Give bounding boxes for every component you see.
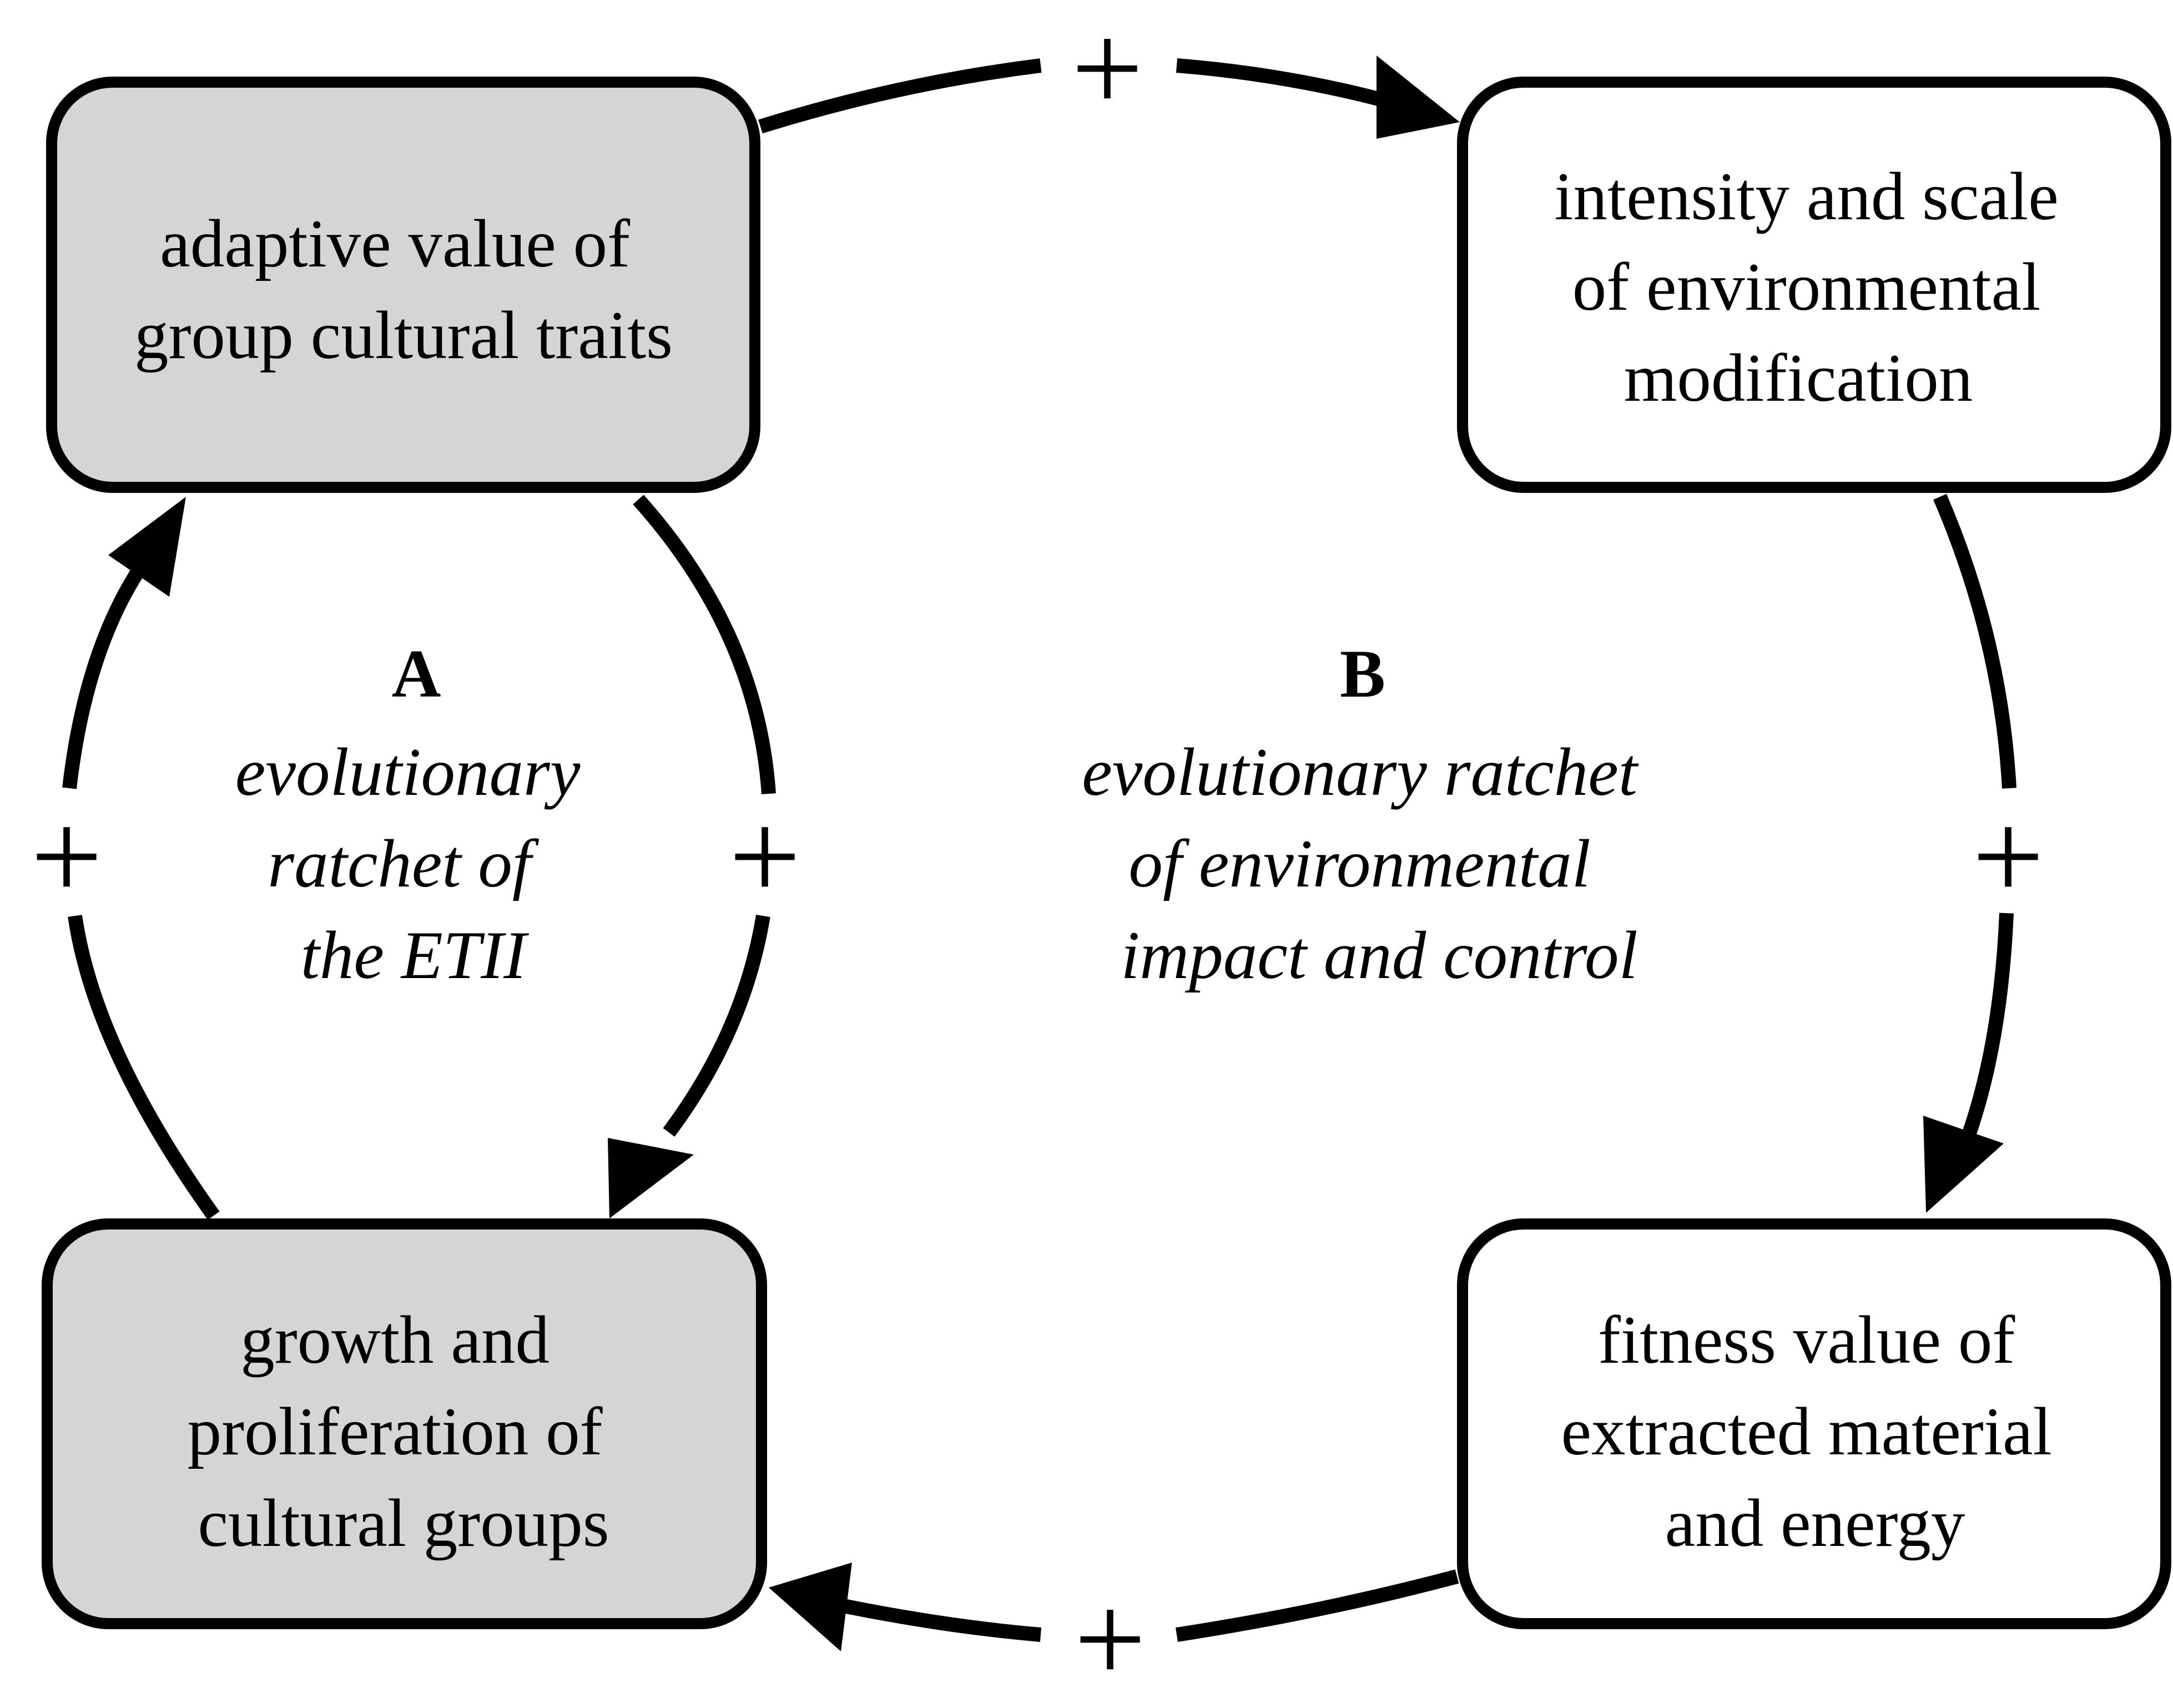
arrow-intensity-to-fitness-lower <box>1960 913 2014 1141</box>
arrowhead-growth-bottom <box>769 1563 852 1651</box>
loop-a-line-2: ratchet of <box>268 825 540 901</box>
sign-right: + <box>1972 785 2044 927</box>
arrowheads <box>108 56 2004 1651</box>
node-intensity-box <box>1457 77 2171 493</box>
node-adaptive-value-line-1: adaptive value of <box>160 205 630 281</box>
sign-bottom: + <box>1074 1568 1146 1708</box>
arrow-adaptive-to-growth-upper <box>633 495 776 794</box>
node-fitness-box <box>1457 1218 2171 1629</box>
svg-text:intensity and scale of e: intensity and scale of environmental mod… <box>1554 158 2075 416</box>
arrow-fitness-to-growth-right <box>1176 1569 1459 1642</box>
node-adaptive-value: adaptive value of group cultural traits <box>46 77 760 493</box>
loop-a-line-1: evolutionary <box>235 734 581 810</box>
node-intensity: intensity and scale of environmental mod… <box>1457 77 2171 493</box>
arrow-adaptive-to-growth-lower <box>663 914 770 1137</box>
arrow-growth-to-adaptive-upper <box>62 553 153 789</box>
node-growth-line-1: growth and <box>240 1302 549 1378</box>
arrowhead-intensity <box>1377 56 1460 139</box>
loop-b-line-3: impact and control <box>1121 917 1638 993</box>
node-intensity-line-1: intensity and scale <box>1554 158 2059 234</box>
node-fitness: fitness value of extracted material and … <box>1457 1218 2171 1629</box>
svg-text:evolutionary ratchet of: evolutionary ratchet of the ETII <box>235 734 597 993</box>
svg-text:adaptive value of group: adaptive value of group cultural traits <box>134 205 673 373</box>
arrowhead-growth-inner <box>608 1138 694 1218</box>
arrow-intensity-to-fitness-upper <box>1933 493 2016 789</box>
loop-b-line-1: evolutionary ratchet <box>1082 734 1639 810</box>
sign-left: + <box>31 785 103 927</box>
svg-text:evolutionary ratchet of: evolutionary ratchet of environmental im… <box>1082 734 1655 993</box>
node-intensity-line-2: of environmental <box>1572 249 2041 325</box>
arrow-fitness-to-growth-left <box>834 1597 1042 1642</box>
node-fitness-line-3: and energy <box>1665 1485 1965 1561</box>
loop-b-line-2: of environmental <box>1128 825 1590 901</box>
link-signs: + + + + + <box>31 0 2044 1708</box>
node-growth-box <box>42 1218 767 1629</box>
node-growth: growth and proliferation of cultural gro… <box>42 1218 767 1629</box>
node-adaptive-value-box <box>46 77 760 493</box>
arrow-growth-to-adaptive-lower <box>68 915 220 1220</box>
node-intensity-line-3: modification <box>1624 340 1973 416</box>
loop-b-label: B evolutionary ratchet of environmental … <box>1082 636 1655 993</box>
loop-b-title: B <box>1340 636 1385 712</box>
sign-top: + <box>1071 0 1143 139</box>
node-growth-line-3: cultural groups <box>198 1485 609 1561</box>
arrow-adaptive-to-intensity <box>758 58 1042 134</box>
node-growth-line-2: proliferation of <box>188 1393 603 1469</box>
arrowhead-fitness <box>1923 1116 2004 1213</box>
loop-a-line-3: the ETII <box>301 917 530 993</box>
arrowhead-adaptive <box>108 497 186 597</box>
svg-text:fitness value of extract: fitness value of extracted material and … <box>1561 1302 2069 1561</box>
node-fitness-line-1: fitness value of <box>1598 1302 2015 1378</box>
loop-a-title: A <box>392 636 441 712</box>
sign-inner: + <box>729 785 801 927</box>
node-adaptive-value-line-2: group cultural traits <box>134 297 673 373</box>
svg-text:growth and proliferation: growth and proliferation of cultural gro… <box>188 1302 620 1561</box>
node-fitness-line-2: extracted material <box>1561 1393 2051 1469</box>
arrow-adaptive-to-intensity-tail <box>1176 58 1401 112</box>
loop-a-label: A evolutionary ratchet of the ETII <box>235 636 597 993</box>
arrows <box>62 58 2016 1642</box>
